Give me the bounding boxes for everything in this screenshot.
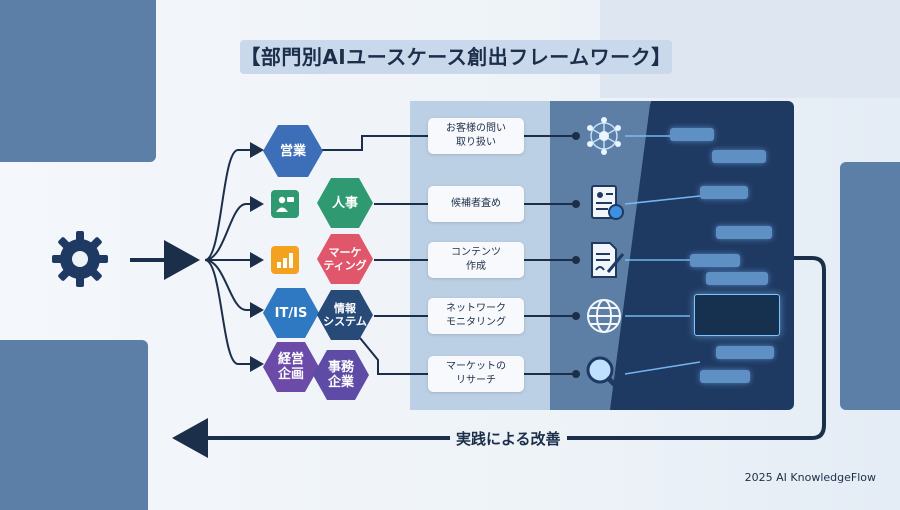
dept-info-systems[interactable]: 情報 システム: [317, 290, 373, 340]
chat-bubble: [700, 370, 750, 383]
chat-bubble: [700, 186, 748, 199]
dept-it[interactable]: IT/IS: [263, 288, 319, 338]
globe-icon: [587, 299, 621, 333]
code-window-icon: [694, 294, 780, 336]
gear-icon: [52, 231, 108, 287]
chat-bubble: [712, 150, 766, 163]
dept-sales[interactable]: 営業: [263, 125, 323, 177]
chat-bubble: [706, 272, 768, 285]
network-icon: [587, 117, 621, 155]
decor-block-top-left: [0, 0, 156, 162]
dept-marketing[interactable]: マーケ ティング: [317, 234, 373, 284]
decor-block-bottom-left: [0, 340, 148, 510]
task-content-creation[interactable]: コンテンツ 作成: [428, 242, 524, 278]
chat-bubble: [716, 346, 774, 359]
feedback-loop-label: 実践による改善: [450, 428, 567, 450]
decor-block-right: [840, 162, 900, 410]
task-network-monitoring[interactable]: ネットワーク モニタリング: [428, 298, 524, 334]
checklist-icon: [591, 185, 624, 220]
task-market-research[interactable]: マーケットの リサーチ: [428, 356, 524, 392]
dept-administration[interactable]: 事務 企業: [313, 350, 369, 400]
task-customer-inquiry[interactable]: お客様の問い 取り扱い: [428, 118, 524, 154]
chat-bubble: [716, 226, 772, 239]
document-pen-icon: [591, 242, 625, 278]
copyright-text: 2025 AI KnowledgeFlow: [744, 471, 876, 484]
magnifier-icon: [586, 356, 625, 395]
chat-bubble: [690, 254, 740, 267]
user-chat-icon: [271, 190, 299, 218]
dept-hr[interactable]: 人事: [317, 178, 373, 228]
page-title: 【部門別AIユースケース創出フレームワーク】: [240, 40, 672, 74]
dept-corporate-planning[interactable]: 経営 企画: [263, 342, 319, 392]
bar-chart-icon: [271, 246, 299, 274]
chat-bubble: [670, 128, 714, 141]
task-candidate-screening[interactable]: 候補者査め: [428, 186, 524, 222]
